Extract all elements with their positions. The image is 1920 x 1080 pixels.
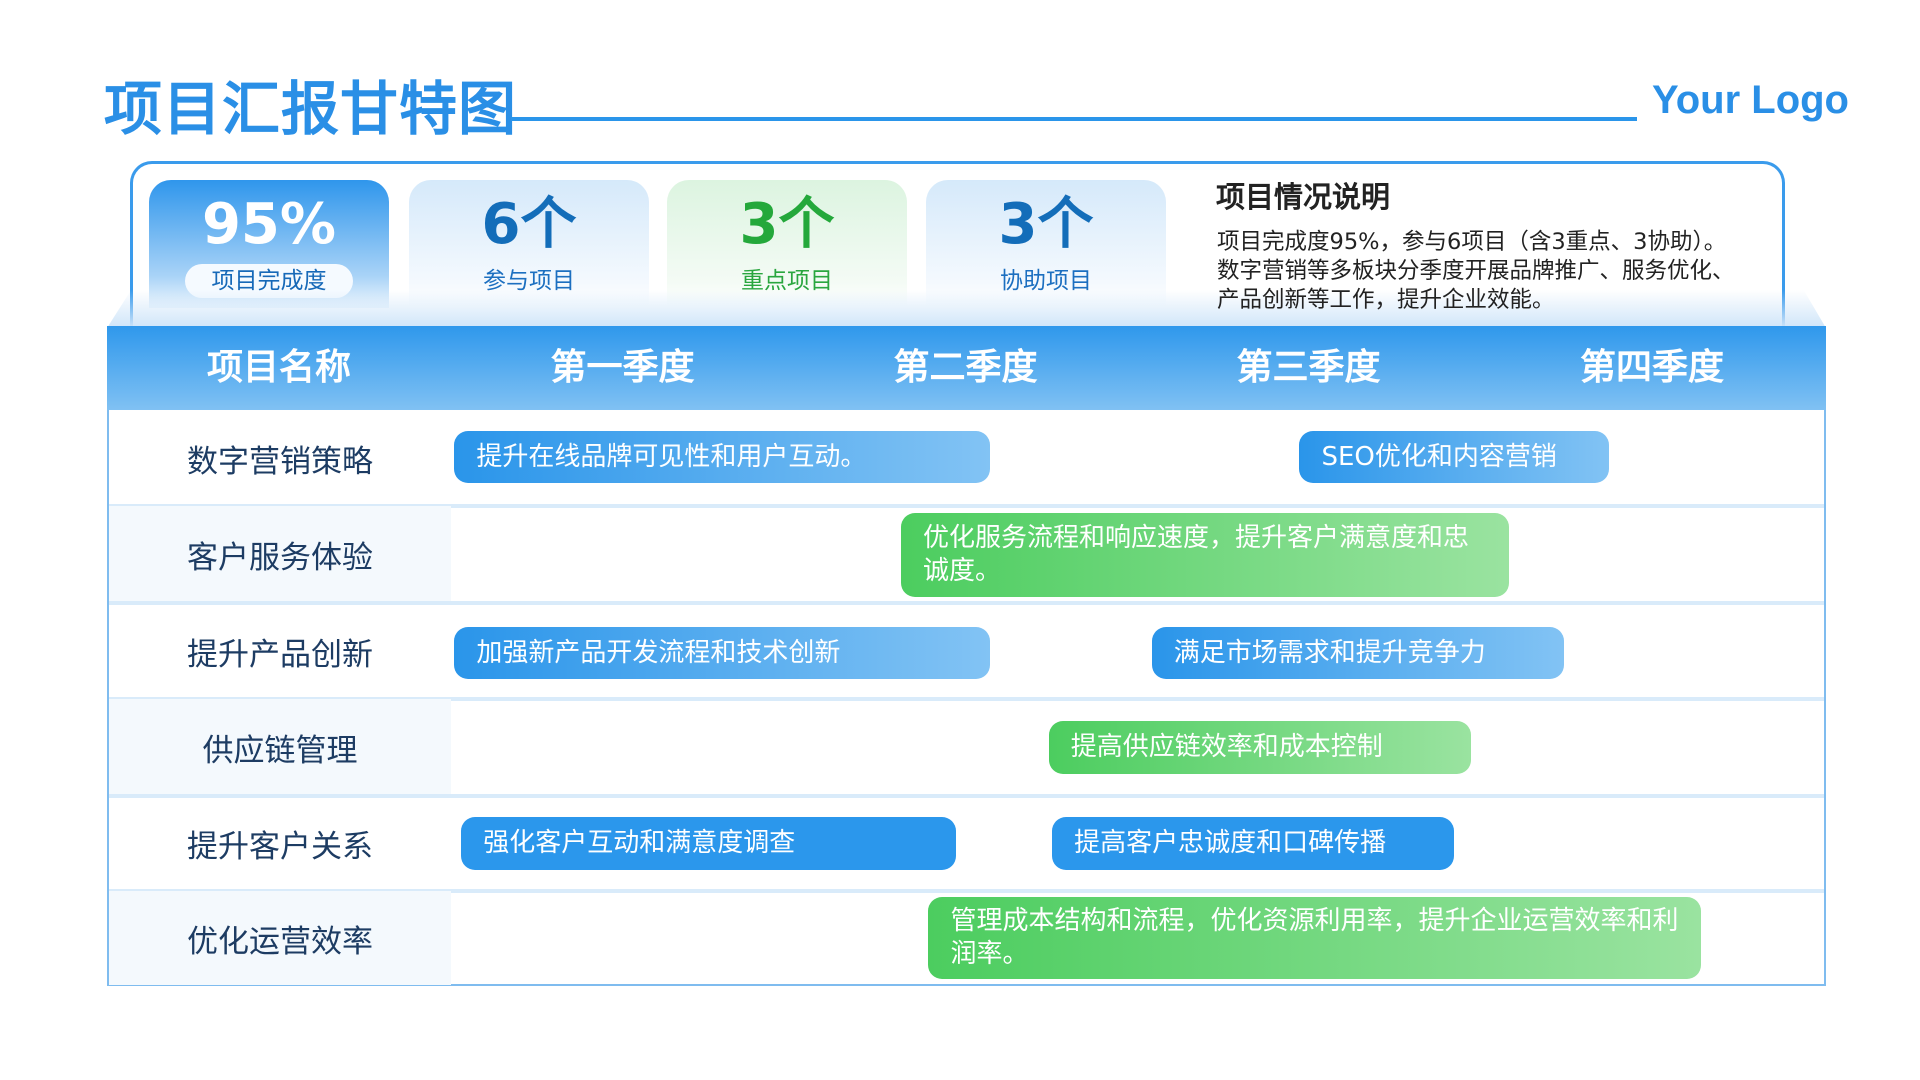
- gantt-bar[interactable]: 提高供应链效率和成本控制: [1048, 721, 1472, 774]
- row-name: 数字营销策略: [187, 443, 373, 480]
- row-name: 供应链管理: [109, 699, 451, 796]
- page-title: 项目汇报甘特图: [104, 75, 518, 143]
- row-divider: [109, 601, 1824, 605]
- table-row: 供应链管理: [109, 699, 1824, 796]
- header-q1: 第一季度: [550, 347, 695, 388]
- stat-card-completion: 95% 项目完成度: [149, 180, 389, 308]
- row-name: 优化运营效率: [109, 891, 451, 985]
- title-underline: [511, 117, 1637, 121]
- row-name: 客户服务体验: [109, 506, 451, 603]
- stat-value: 95%: [201, 192, 337, 257]
- header-project-name: 项目名称: [206, 347, 351, 388]
- gantt-bar[interactable]: 管理成本结构和流程，优化资源利用率，提升企业运营效率和利润率。: [928, 897, 1702, 979]
- row-divider: [109, 794, 1824, 798]
- gantt-bar[interactable]: 强化客户互动和满意度调查: [461, 817, 956, 870]
- summary-panel: [130, 161, 1785, 341]
- header-q2: 第二季度: [893, 347, 1038, 388]
- gantt-bar[interactable]: SEO优化和内容营销: [1299, 431, 1609, 483]
- gantt-table: [107, 326, 1826, 986]
- row-divider: [109, 889, 1824, 893]
- description-line: 项目完成度95%，参与6项目（含3重点、3协助）。: [1217, 229, 1727, 255]
- gantt-bar[interactable]: 提升在线品牌可见性和用户互动。: [454, 431, 991, 483]
- stat-card-key-projects: 3个 重点项目: [667, 180, 907, 308]
- row-name: 提升产品创新: [187, 636, 373, 673]
- stat-value: 3个: [998, 192, 1094, 257]
- row-divider: [109, 504, 1824, 508]
- table-header: [107, 326, 1826, 410]
- stat-card-assist-projects: 3个 协助项目: [926, 180, 1166, 308]
- gantt-bar[interactable]: 优化服务流程和响应速度，提升客户满意度和忠诚度。: [900, 513, 1509, 597]
- description-title: 项目情况说明: [1216, 180, 1391, 214]
- stat-label: 协助项目: [1000, 268, 1092, 294]
- stat-label: 项目完成度: [185, 264, 353, 298]
- table-row: 数字营销策略: [109, 410, 1824, 506]
- stat-value: 3个: [739, 192, 835, 257]
- header-q3: 第三季度: [1236, 347, 1381, 388]
- table-row: 提升产品创新: [109, 603, 1824, 699]
- stat-value: 6个: [481, 192, 577, 257]
- stat-card-projects: 6个 参与项目: [409, 180, 649, 308]
- stat-label: 参与项目: [483, 268, 575, 294]
- table-row: 客户服务体验: [109, 506, 1824, 603]
- stat-label: 重点项目: [741, 268, 833, 294]
- table-row: 提升客户关系: [109, 796, 1824, 891]
- table-row: 优化运营效率: [109, 891, 1824, 985]
- gantt-bar[interactable]: 提高客户忠诚度和口碑传播: [1052, 817, 1455, 870]
- logo: Your Logo: [1652, 78, 1849, 122]
- row-name: 提升客户关系: [187, 829, 373, 865]
- description-line: 数字营销等多板块分季度开展品牌推广、服务优化、: [1217, 258, 1735, 284]
- gantt-bar[interactable]: 加强新产品开发流程和技术创新: [454, 627, 991, 679]
- gantt-bar[interactable]: 满足市场需求和提升竞争力: [1151, 627, 1564, 679]
- row-divider: [109, 697, 1824, 701]
- description-line: 产品创新等工作，提升企业效能。: [1217, 287, 1555, 313]
- header-q4: 第四季度: [1579, 347, 1724, 388]
